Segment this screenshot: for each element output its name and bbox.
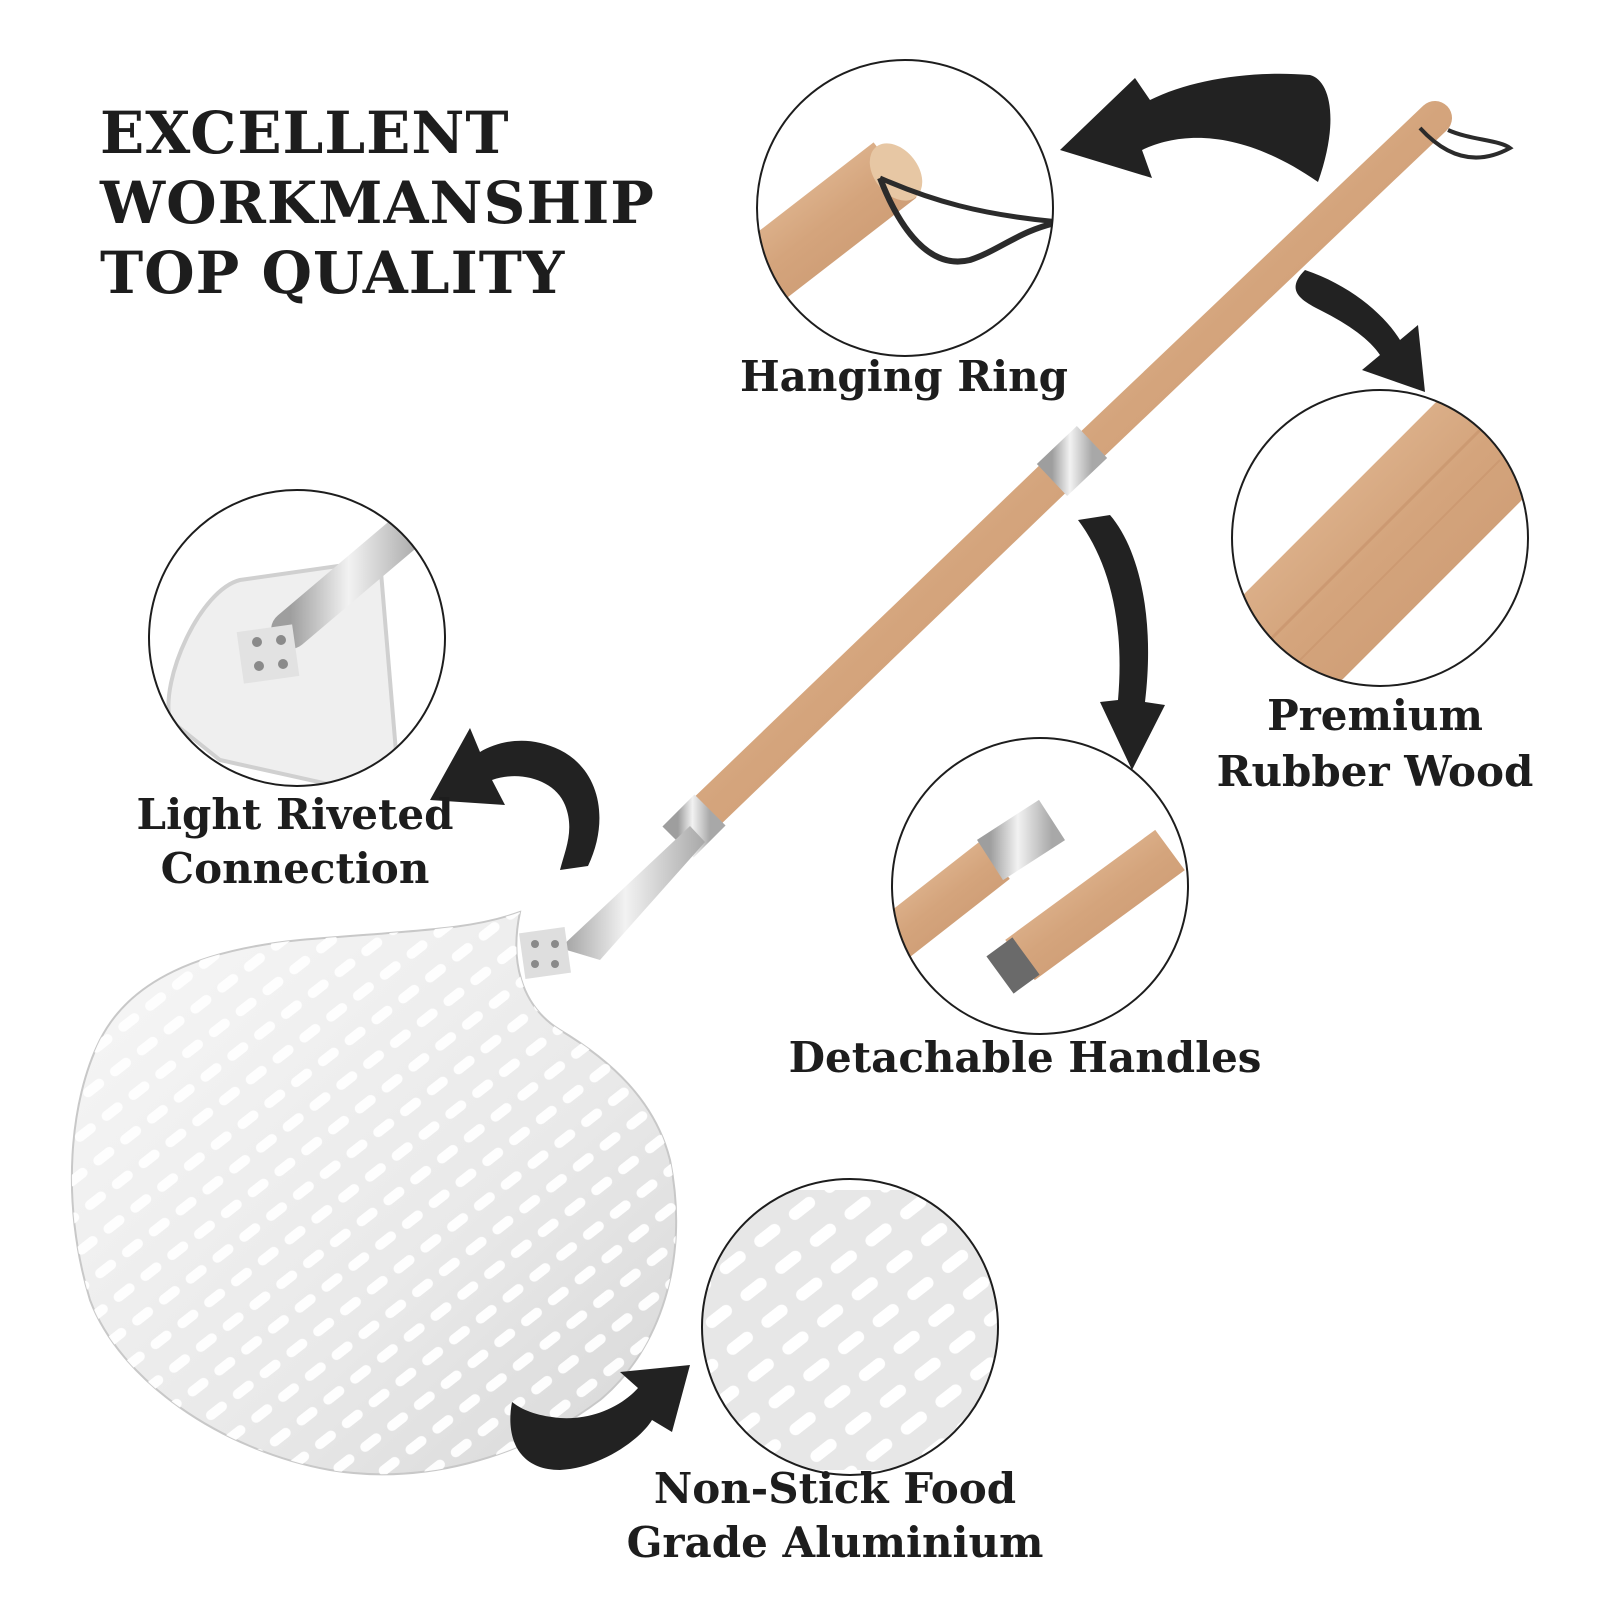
blade-neck (560, 826, 705, 960)
handle-joint-ferrule (1036, 426, 1108, 496)
hanging-ring-callout-circle (756, 59, 1054, 357)
aluminium-callout-circle (701, 1178, 999, 1476)
detachable-handles-label: Detachable Handles (788, 1033, 1262, 1082)
headline-line-1: EXCELLENT (100, 99, 510, 167)
handle-lower-section (681, 451, 1081, 837)
riveted-connection-label: Light Riveted Connection (136, 790, 454, 893)
hanging-ring-label: Hanging Ring (740, 352, 1069, 401)
curved-arrow-icon (430, 728, 600, 870)
headline: EXCELLENT WORKMANSHIP TOP QUALITY (100, 98, 655, 308)
curved-arrow-icon (1078, 515, 1165, 770)
headline-line-2: WORKMANSHIP (100, 169, 655, 237)
curved-arrow-icon (1295, 270, 1425, 392)
handle-upper-section (1067, 101, 1452, 469)
pizza-peel (70, 101, 1514, 1476)
callout-arrows (430, 73, 1425, 1470)
rubber-wood-callout-circle (1231, 389, 1529, 687)
riveted-connection-callout-circle (148, 489, 446, 787)
curved-arrow-icon (510, 1365, 690, 1470)
premium-wood-label: Premium Rubber Wood (1216, 691, 1534, 796)
aluminium-label: Non-Stick Food Grade Aluminium (626, 1464, 1044, 1567)
detachable-handles-callout-circle (891, 737, 1189, 1035)
headline-line-3: TOP QUALITY (100, 239, 566, 307)
rivet-plate (519, 927, 571, 979)
hanging-cord (1418, 126, 1514, 160)
curved-arrow-icon (1060, 73, 1331, 182)
